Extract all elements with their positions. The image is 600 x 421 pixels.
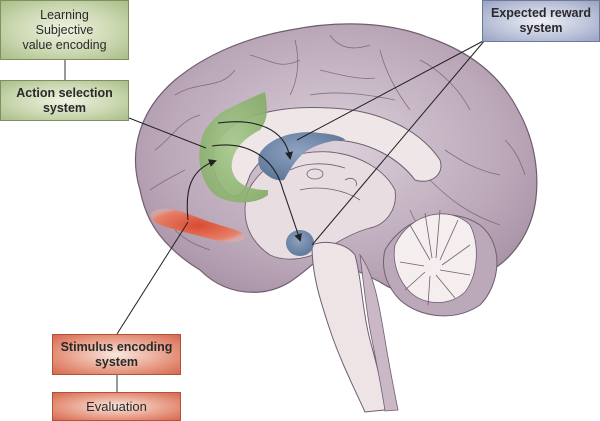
pointer-expected-striatum [296,39,486,141]
learning-label-line-3: value encoding [22,37,107,52]
vta-region [286,230,314,256]
stimulus-label-line-2: system [94,354,139,369]
arbor-vitae [393,213,477,303]
expected-reward-box: Expected reward system [482,0,600,42]
evaluation-label: Evaluation [86,399,147,414]
action-selection-region [199,92,268,203]
pointer-stimulus-encoding [116,221,189,335]
action-label-line-1: Action selection [16,85,113,100]
brainstem-back [359,253,399,412]
stimulus-label-line-1: Stimulus encoding [60,339,173,354]
arrow-ofc-to-action [186,159,217,221]
arrow-action-to-striatum [217,121,293,160]
pointer-action-selection [128,117,207,149]
striatum-region [258,132,345,181]
expected-label-line-2: system [519,21,563,35]
action-label-line-2: system [42,100,87,115]
stimulus-encoding-box: Stimulus encoding system [52,334,181,375]
action-selection-box: Action selection system [0,80,129,121]
stimulus-encoding-region [150,208,245,243]
learning-label-line-2: Subjective [35,22,94,37]
inner-structure-lines [289,163,361,201]
learning-value-encoding-box: Learning Subjective value encoding [0,0,129,60]
arrow-action-to-vta [211,144,302,242]
learning-label-line-1: Learning [40,7,89,22]
pointer-expected-vta [311,39,486,246]
evaluation-box: Evaluation [52,392,181,421]
arbor-vitae-branches [399,209,471,306]
expected-label-line-1: Expected reward [490,6,592,20]
